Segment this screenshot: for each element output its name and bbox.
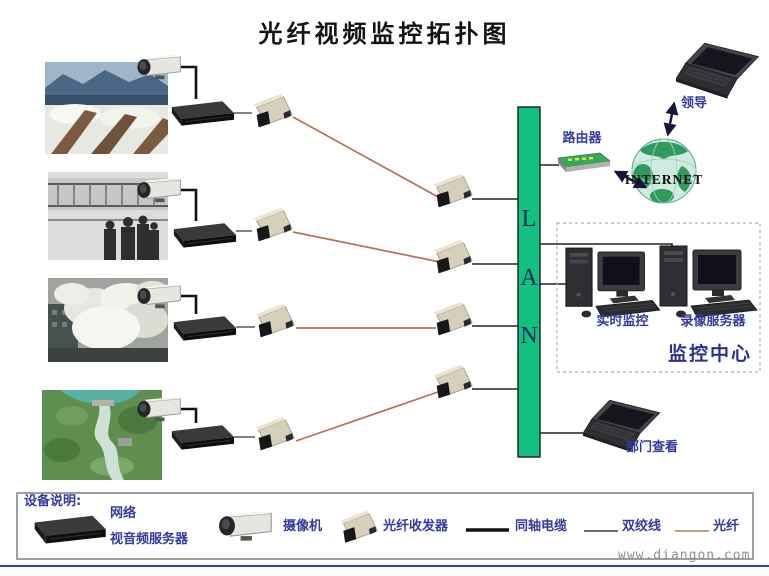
lan-bar (517, 106, 541, 458)
bottom-rule (0, 565, 769, 567)
camera-cable-2 (181, 188, 198, 221)
fiber-transceiver-right-2 (433, 239, 473, 274)
router-label: 路由器 (562, 131, 602, 146)
leader-laptop (676, 42, 759, 100)
leader-label: 领导 (681, 96, 708, 111)
legend-fiber-label: 光纤 (713, 519, 740, 534)
fiber-transceiver-right-1 (433, 173, 473, 208)
monitoring-center-box (556, 222, 761, 373)
site-photo-1 (45, 62, 168, 154)
recorder-server-pc (659, 245, 758, 319)
camera-cable-4 (181, 407, 198, 423)
page-title: 光纤视频监控拓扑图 (258, 20, 511, 48)
internet-label: INTERNET (624, 172, 704, 187)
legend-heading: 设备说明: (24, 494, 82, 509)
camera-cable-3 (181, 294, 198, 314)
site-photo-2 (48, 172, 168, 260)
legend-transceiver-label: 光纤收发器 (383, 519, 449, 534)
fiber-transceiver-right-3 (433, 301, 473, 336)
site-photo-3 (48, 278, 168, 362)
legend-transceiver-icon (340, 510, 378, 544)
legend-coax-label: 同轴电缆 (515, 519, 568, 534)
internet-leader-arrow (663, 101, 679, 137)
watermark: www.diangon.com (618, 548, 751, 563)
legend-box (16, 492, 754, 560)
video-server-1 (171, 100, 235, 127)
realtime-monitor-pc (565, 247, 660, 318)
lan-letter-a: A (520, 265, 538, 291)
fiber-transceiver-left-3 (255, 303, 295, 338)
legend-server-label-line2: 视音频服务器 (110, 532, 189, 547)
fiber-link-2 (292, 231, 441, 263)
legend-camera-icon (218, 510, 272, 542)
realtime-label: 实时监控 (596, 314, 649, 329)
router-internet-arrow (613, 170, 648, 189)
monitoring-center-label: 监控中心 (668, 343, 753, 365)
fiber-transceiver-left-1 (253, 93, 293, 128)
video-server-2 (173, 222, 237, 249)
department-label: 部门查看 (626, 440, 679, 455)
fiber-link-4 (295, 391, 439, 442)
legend-server-label-line1: 网络 (110, 506, 137, 521)
fiber-transceiver-right-4 (433, 364, 473, 399)
fiber-transceiver-left-4 (255, 416, 295, 451)
legend-camera-label: 摄像机 (283, 519, 323, 534)
router-device (557, 152, 611, 173)
camera-cable-1 (181, 65, 198, 99)
video-server-3 (173, 315, 237, 342)
legend-server-icon (34, 515, 107, 545)
video-server-4 (171, 424, 235, 451)
internet-globe (631, 138, 697, 204)
fiber-link-1 (292, 116, 441, 199)
lan-letter-l: L (521, 206, 537, 232)
lan-letter-n: N (520, 323, 538, 349)
legend-twisted-pair-label: 双绞线 (622, 519, 662, 534)
fiber-transceiver-left-2 (253, 207, 293, 242)
recorder-label: 录像服务器 (680, 314, 746, 329)
